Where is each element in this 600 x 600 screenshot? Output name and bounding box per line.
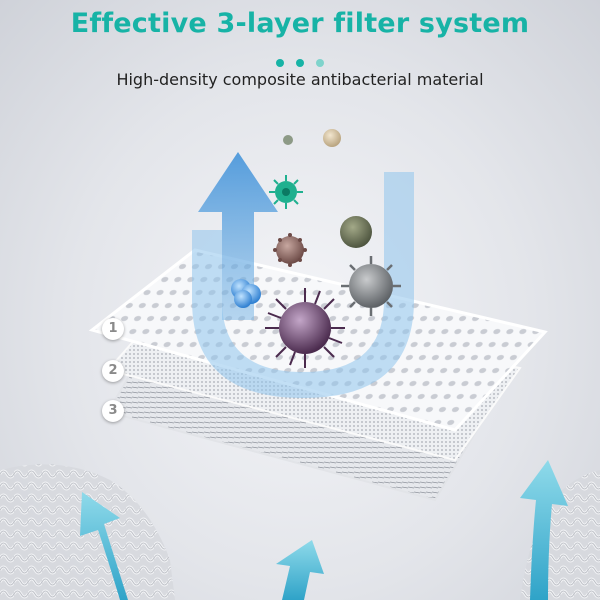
page-subtitle: High-density composite antibacterial mat…: [116, 70, 484, 89]
dot-1: [275, 59, 284, 67]
up-arrow-icon: [198, 152, 278, 320]
up-arrow-icon: [80, 492, 128, 600]
up-arrow-icon: [520, 460, 568, 600]
up-arrow-icon: [276, 540, 324, 600]
dot-2: [296, 59, 304, 67]
particle-icon: [340, 216, 372, 248]
virus-icon: [265, 288, 345, 368]
u-turn-arrow-icon: [192, 172, 414, 398]
bacteria-icon: [273, 233, 307, 267]
particle-icon: [231, 279, 261, 308]
virus-icon: [341, 256, 401, 316]
page-title: Effective 3-layer filter system: [70, 8, 530, 39]
virus-icon: [269, 175, 303, 209]
particle-icon: [283, 135, 293, 145]
layer-number-1: 1: [102, 318, 124, 340]
particle-icon: [323, 129, 341, 147]
dot-3: [316, 59, 325, 67]
layer-number-2: 2: [102, 360, 124, 382]
title-dots: [0, 54, 600, 72]
layer-number-3: 3: [102, 400, 124, 422]
